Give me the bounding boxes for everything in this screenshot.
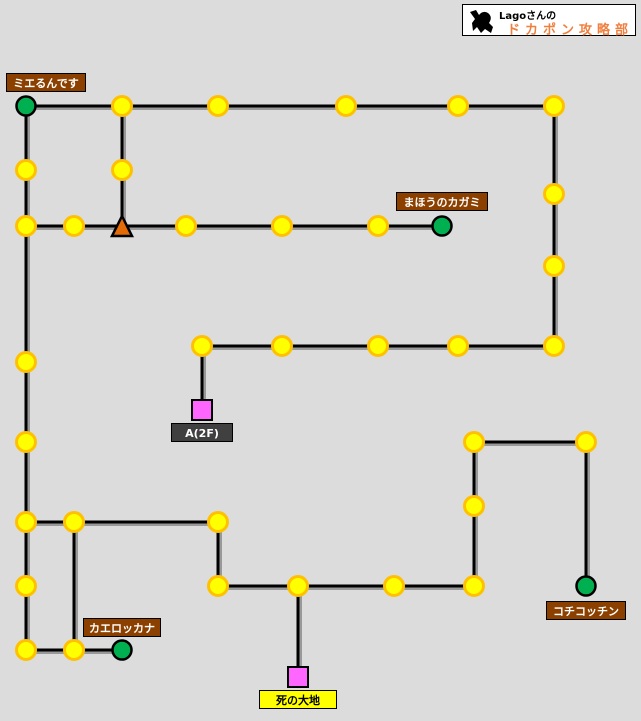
space-node <box>463 575 485 597</box>
space-node <box>15 575 37 597</box>
special-node <box>575 575 597 597</box>
special-node <box>431 215 453 237</box>
space-node <box>191 335 213 357</box>
space-node <box>271 215 293 237</box>
space-node <box>111 95 133 117</box>
label-kochi: コチコッチン <box>546 601 626 620</box>
space-node <box>15 639 37 661</box>
space-node <box>543 335 565 357</box>
label-a2f: A(2F) <box>171 423 233 442</box>
logo-line2: ドカポン攻略部 <box>507 23 634 38</box>
warp-square <box>287 666 309 688</box>
space-node <box>15 159 37 181</box>
logo-line1: Lagoさんの <box>499 11 557 22</box>
space-node <box>367 215 389 237</box>
space-node <box>271 335 293 357</box>
space-node <box>111 159 133 181</box>
space-node <box>383 575 405 597</box>
space-node <box>207 575 229 597</box>
warp-square <box>191 399 213 421</box>
space-node <box>15 215 37 237</box>
mascot-icon <box>470 10 493 33</box>
space-node <box>367 335 389 357</box>
space-node <box>543 95 565 117</box>
space-node <box>447 335 469 357</box>
space-node <box>447 95 469 117</box>
label-mahou: まほうのカガミ <box>396 192 488 211</box>
space-node <box>335 95 357 117</box>
space-node <box>63 511 85 533</box>
space-node <box>63 215 85 237</box>
space-node <box>207 511 229 533</box>
space-node <box>15 431 37 453</box>
special-node <box>111 639 133 661</box>
space-node <box>207 95 229 117</box>
triangle-marker <box>109 213 135 238</box>
space-node <box>543 255 565 277</box>
special-node <box>15 95 37 117</box>
space-node <box>175 215 197 237</box>
label-shino: 死の大地 <box>259 690 337 709</box>
space-node <box>463 495 485 517</box>
label-kaero: カエロッカナ <box>83 618 161 637</box>
site-logo: Lagoさんの ドカポン攻略部 <box>462 4 636 38</box>
label-mieru: ミエるんです <box>6 73 86 92</box>
space-node <box>463 431 485 453</box>
space-node <box>543 183 565 205</box>
space-node <box>575 431 597 453</box>
space-node <box>63 639 85 661</box>
space-node <box>287 575 309 597</box>
space-node <box>15 351 37 373</box>
space-node <box>15 511 37 533</box>
